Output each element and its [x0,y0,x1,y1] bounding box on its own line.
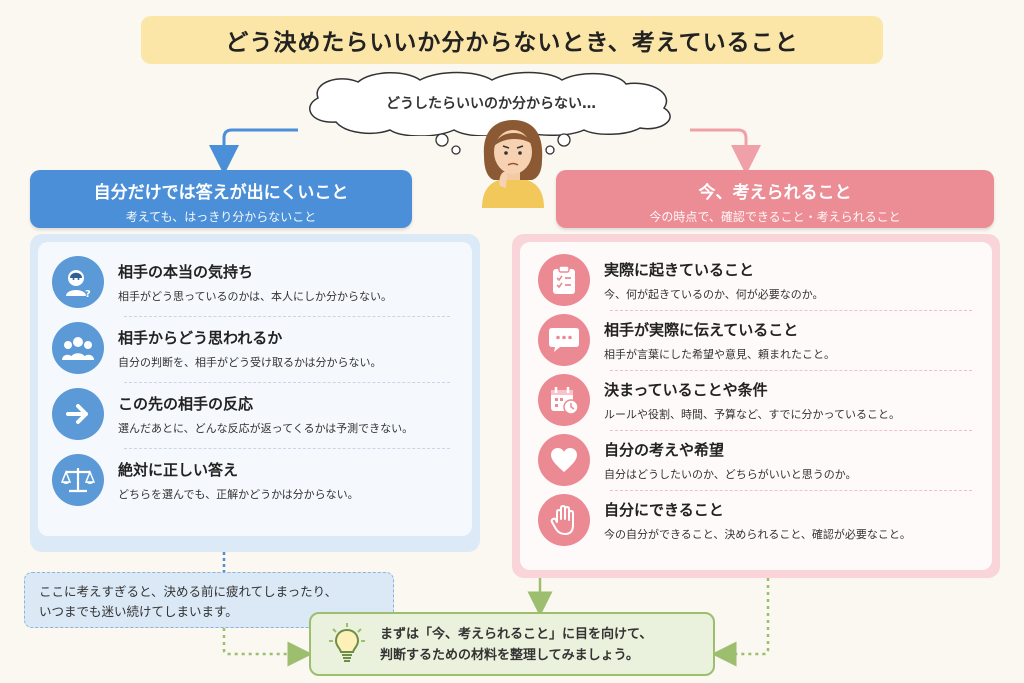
item-title: 相手が実際に伝えていること [604,320,799,339]
thought-cloud [309,71,671,136]
note-line: ここに考えすぎると、決める前に疲れてしまったり、 [39,584,338,599]
right-item-wishes: 自分の考えや希望 自分はどうしたいのか、どちらがいいと思うのか。 [538,434,857,486]
right-item-conditions: 決まっていることや条件 ルールや役割、時間、予算など、すでに分かっていること。 [538,374,900,426]
left-item-feelings: ? 相手の本当の気持ち 相手がどう思っているのかは、本人にしか分からない。 [52,256,392,308]
svg-text:?: ? [85,289,91,298]
divider [124,382,450,383]
item-desc: 自分の判断を、相手がどう受け取るかは分からない。 [118,355,382,369]
divider [610,310,972,311]
thought-bubbles [435,133,571,155]
left-item-reaction: この先の相手の反応 選んだあとに、どんな反応が返ってくるかは予測できない。 [52,388,413,440]
item-title: 相手からどう思われるか [118,328,283,347]
item-title: 自分にできること [604,500,724,519]
item-desc: 今、何が起きているのか、何が必要なのか。 [604,287,824,301]
conclusion-box [309,612,715,676]
item-desc: 自分はどうしたいのか、どちらがいいと思うのか。 [604,467,857,481]
right-item-abilities: 自分にできること 今の自分ができること、決められること、確認が必要なこと。 [538,494,911,546]
item-desc: 今の自分ができること、決められること、確認が必要なこと。 [604,527,911,541]
heart-icon [538,434,590,486]
item-desc: ルールや役割、時間、予算など、すでに分かっていること。 [604,407,901,421]
note-line: いつまでも迷い続けてしまいます。 [39,604,238,619]
right-column-header: 今、考えられること 今の時点で、確認できること・考えられること [556,170,994,228]
left-item-correct-answer: 絶対に正しい答え どちらを選んでも、正解かどうかは分からない。 [52,454,359,506]
calendar-clock-icon [538,374,590,426]
arrow-right-icon [52,388,104,440]
hand-icon [538,494,590,546]
arrow-to-left-column [209,128,298,175]
item-desc: 相手が言葉にした希望や意見、頼まれたこと。 [604,347,835,361]
item-title: この先の相手の反応 [118,394,254,413]
right-item-facts: 実際に起きていること 今、何が起きているのか、何が必要なのか。 [538,254,824,306]
right-heading: 今、考えられること [698,183,852,203]
conclusion-line: 判断するための材料を整理してみましょう。 [380,648,639,663]
divider [610,490,972,491]
item-desc: 選んだあとに、どんな反応が返ってくるかは予測できない。 [118,421,414,435]
dotted-left-to-conclusion [222,628,313,667]
left-item-perception: 相手からどう思われるか 自分の判断を、相手がどう受け取るかは分からない。 [52,322,382,374]
item-desc: 相手がどう思っているのかは、本人にしか分からない。 [118,289,393,303]
item-title: 絶対に正しい答え [118,460,239,479]
dotted-right-to-conclusion [711,578,770,667]
divider [610,430,972,431]
arrow-to-right-column [690,128,761,175]
divider [124,316,450,317]
item-desc: どちらを選んでも、正解かどうかは分からない。 [118,487,359,501]
person-question-icon: ? [52,256,104,308]
item-title: 相手の本当の気持ち [118,262,254,281]
scales-icon [52,454,104,506]
divider [610,370,972,371]
item-title: 自分の考えや希望 [604,440,725,459]
right-subheading: 今の時点で、確認できること・考えられること [649,210,901,224]
speech-bubble-icon [538,314,590,366]
thought-text: どうしたらいいのか分からない… [386,96,596,112]
left-column-header: 自分だけでは答えが出にくいこと 考えても、はっきり分からないこと [30,170,412,228]
right-item-stated: 相手が実際に伝えていること 相手が言葉にした希望や意見、頼まれたこと。 [538,314,835,366]
item-title: 実際に起きていること [604,260,755,279]
people-group-icon [52,322,104,374]
conclusion-text: まずは「今、考えられること」に目を向けて、 判断するための材料を整理してみましょ… [380,624,710,666]
right-panel-inner [520,242,992,570]
conclusion-line: まずは「今、考えられること」に目を向けて、 [380,627,653,642]
left-panel-inner [38,242,472,536]
left-heading: 自分だけでは答えが出にくいこと [93,183,349,203]
page-title: どう決めたらいいか分からないとき、考えていること [141,16,883,64]
left-subheading: 考えても、はっきり分からないこと [125,210,317,224]
worried-person-icon [482,120,544,208]
clipboard-checklist-icon [538,254,590,306]
lightbulb-icon [329,623,365,662]
item-title: 決まっていることや条件 [604,380,768,399]
divider [124,448,450,449]
